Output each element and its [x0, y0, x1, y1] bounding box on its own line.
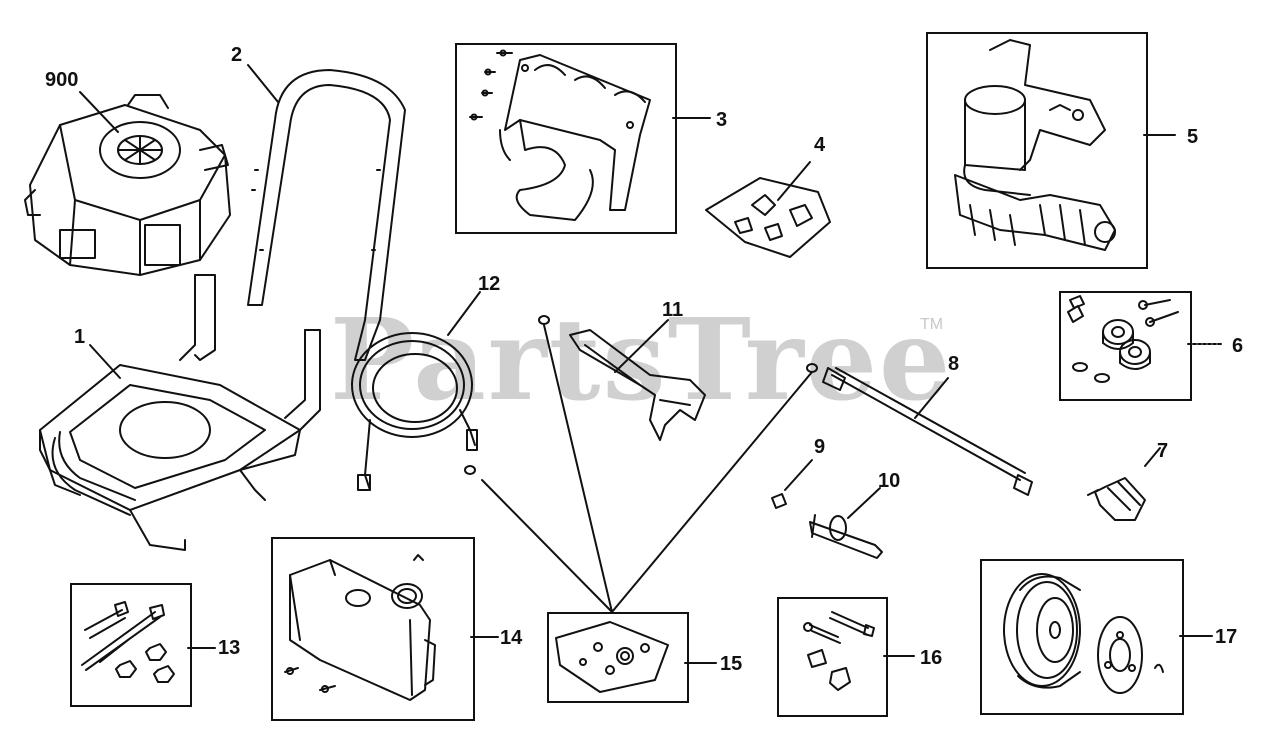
callout-6: 6: [1232, 335, 1244, 357]
leader-15-b: [543, 324, 613, 613]
leader-2: [247, 64, 279, 103]
leader-15-c: [611, 371, 813, 613]
callout-4: 4: [814, 134, 826, 156]
bracket-part-3: [469, 49, 651, 221]
callout-3: 3: [716, 109, 728, 131]
callout-8: 8: [948, 353, 960, 375]
callout-13: 13: [218, 637, 241, 659]
callout-12: 12: [478, 273, 501, 295]
pump-part-5: [954, 39, 1116, 251]
callout-2: 2: [231, 44, 243, 66]
box-part-5: [926, 32, 1148, 269]
callout-14: 14: [500, 627, 523, 649]
tank-part-14: [284, 554, 436, 701]
leader-11: [614, 319, 669, 373]
valve-part-10: [809, 514, 883, 559]
callout-17: 17: [1215, 626, 1238, 648]
leader-10: [847, 487, 881, 519]
leader-9: [784, 459, 813, 491]
nozzle-part-7: [1087, 477, 1146, 521]
handle-part-2: [247, 69, 406, 361]
leader-1: [89, 344, 121, 379]
leader-900: [79, 91, 119, 133]
watermark-text: PartsTree: [330, 295, 953, 426]
box-part-3: [455, 43, 677, 234]
nut-part-9: [771, 493, 787, 509]
callout-15: 15: [720, 653, 743, 675]
hardware-part-16: [803, 611, 875, 691]
leader-8: [914, 377, 949, 419]
hardware-part-13: [81, 601, 175, 683]
frame-part-1: [39, 274, 321, 551]
box-part-15: [547, 612, 689, 703]
callout-900: 900: [45, 69, 79, 91]
callout-1: 1: [74, 326, 86, 348]
leader-15-a: [481, 479, 613, 613]
bearings-part-6: [1067, 295, 1179, 383]
callout-9: 9: [814, 436, 826, 458]
callout-10: 10: [878, 470, 901, 492]
kit-part-15: [555, 621, 669, 693]
callout-11: 11: [662, 299, 684, 321]
callout-16: 16: [920, 647, 943, 669]
leader-12: [447, 291, 481, 336]
engine-part-900: [24, 94, 231, 276]
leader-4: [777, 161, 811, 201]
watermark-trademark: TM: [920, 316, 944, 333]
callout-5: 5: [1187, 126, 1199, 148]
box-part-14: [271, 537, 475, 721]
lance-part-8: [806, 363, 1033, 496]
box-part-13: [70, 583, 192, 707]
kit-part-4: [705, 177, 831, 258]
spray-gun-part-11: [538, 315, 706, 441]
hose-part-12: [351, 332, 478, 491]
callout-7: 7: [1157, 440, 1169, 462]
box-part-6: [1059, 291, 1192, 401]
leader-7: [1144, 447, 1161, 467]
wheel-part-17: [1003, 573, 1164, 694]
